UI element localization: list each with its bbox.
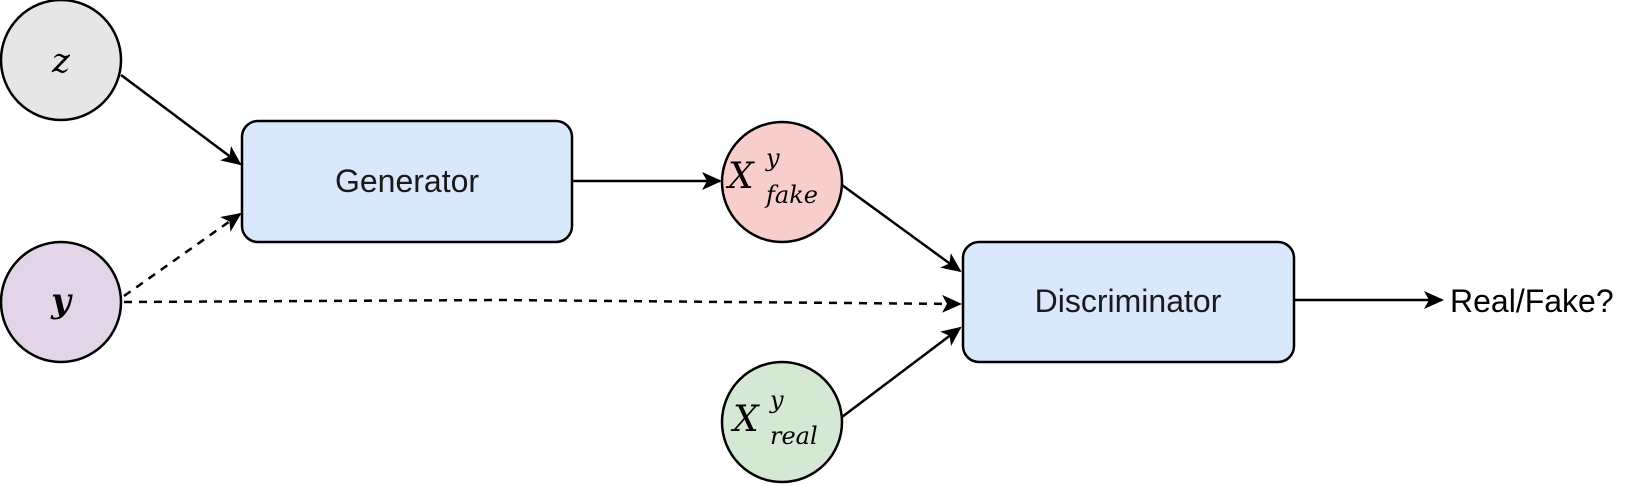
edge-y-to-discriminator — [123, 294, 962, 313]
node-x-real-circle — [720, 360, 844, 484]
node-y: y — [0, 240, 123, 364]
node-y-label: y — [50, 281, 73, 321]
edge-x-real-to-discriminator — [841, 326, 962, 418]
output-label: Real/Fake? — [1450, 283, 1614, 319]
discriminator-box — [961, 240, 1296, 364]
node-z: z — [0, 0, 123, 122]
node-generator: Generator — [240, 119, 574, 244]
node-x-fake-circle — [720, 120, 844, 244]
edges — [120, 73, 1444, 418]
node-x-real-label: X y real — [730, 386, 818, 450]
x-fake-sub: fake — [764, 181, 818, 209]
node-x-real: X y real — [720, 360, 844, 484]
x-real-base: X — [730, 399, 760, 440]
node-y-circle — [0, 240, 123, 364]
node-z-label: z — [51, 41, 71, 81]
x-real-sub: real — [770, 422, 818, 450]
generator-label: Generator — [335, 163, 479, 199]
edge-y-to-generator — [123, 212, 242, 298]
x-fake-sup: y — [765, 144, 780, 172]
node-x-fake-label: X y fake — [725, 144, 818, 209]
edge-z-to-generator — [120, 73, 242, 166]
generator-box — [240, 119, 574, 244]
x-fake-base: X — [725, 156, 755, 197]
node-discriminator: Discriminator — [961, 240, 1296, 364]
node-x-fake: X y fake — [720, 120, 844, 244]
discriminator-label: Discriminator — [1035, 283, 1222, 319]
edge-x-fake-to-discriminator — [841, 183, 962, 273]
x-real-sup: y — [769, 386, 784, 414]
node-z-circle — [0, 0, 123, 122]
